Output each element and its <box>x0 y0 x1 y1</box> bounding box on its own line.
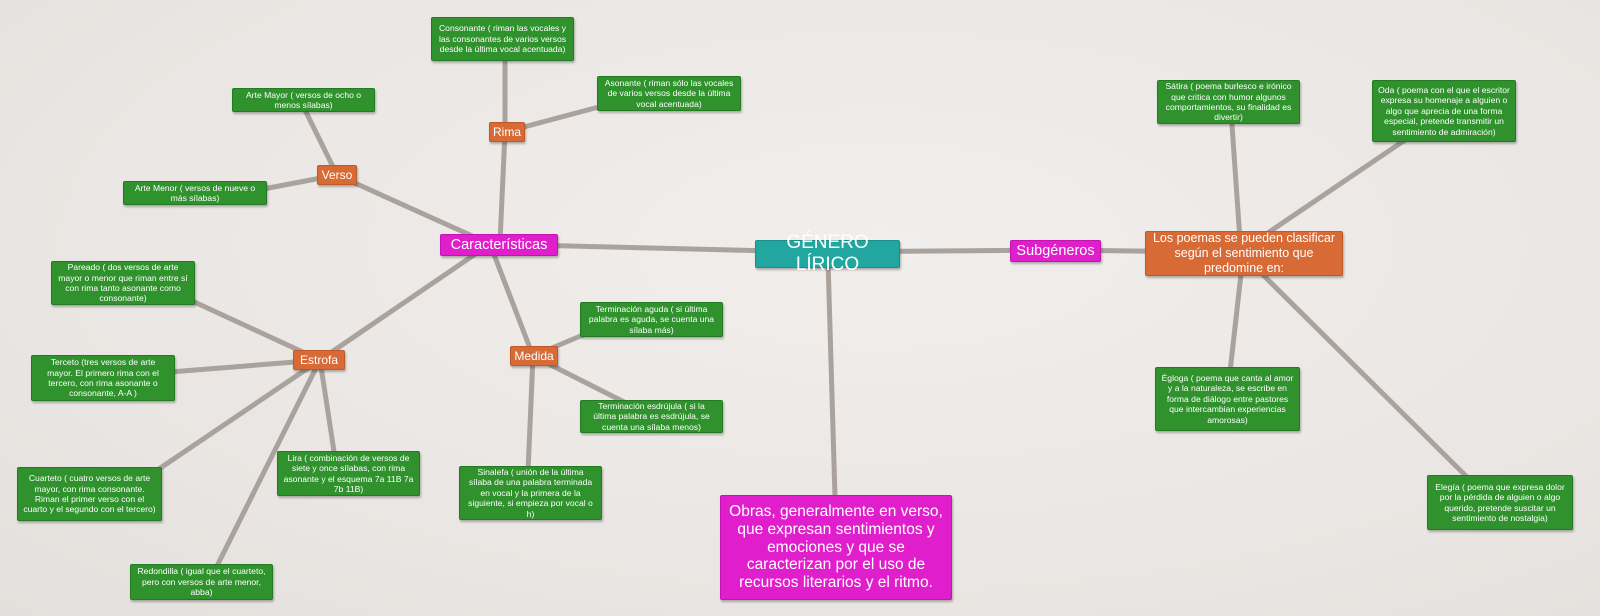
consonante-node[interactable]: Consonante ( riman las vocales y las con… <box>431 17 574 61</box>
link-estrofa-lira <box>317 357 338 461</box>
link-medida-sinalefa <box>525 353 536 475</box>
link-verso-artemayor <box>302 107 340 178</box>
clasificacion-node[interactable]: Los poemas se pueden clasificar según el… <box>1145 231 1343 276</box>
subgeneros-node[interactable]: Subgéneros <box>1010 240 1101 262</box>
link-caracteristicas-medida <box>487 241 536 359</box>
oda-node[interactable]: Oda ( poema con el que el escritor expre… <box>1372 80 1516 142</box>
arte-menor-node[interactable]: Arte Menor ( versos de nueve o más sílab… <box>123 181 267 205</box>
terceto-node[interactable]: Terceto (tres versos de arte mayor. El p… <box>31 355 175 401</box>
rima-node[interactable]: Rima <box>489 122 525 142</box>
link-caracteristicas-rima <box>497 129 508 245</box>
link-estrofa-redondilla <box>212 357 323 573</box>
central-topic[interactable]: GÉNERO LÍRICO <box>755 232 900 275</box>
sinalefa-node[interactable]: Sinalefa ( unión de la última sílaba de … <box>459 466 602 520</box>
medida-node[interactable]: Medida <box>510 346 558 366</box>
elegia-node[interactable]: Elegía ( poema que expresa dolor por la … <box>1427 475 1573 530</box>
egloga-node[interactable]: Égloga ( poema que canta al amor y a la … <box>1155 367 1300 431</box>
satira-node[interactable]: Sátira ( poema burlesco e irónico que cr… <box>1157 80 1300 124</box>
link-estrofa-cuarteto <box>147 357 323 478</box>
terminacion-aguda-node[interactable]: Terminación aguda ( si última palabra es… <box>580 302 723 337</box>
link-central-definition <box>825 257 838 500</box>
lira-node[interactable]: Lira ( combinación de versos de siete y … <box>277 451 420 496</box>
definition-node[interactable]: Obras, generalmente en verso, que expres… <box>720 495 952 600</box>
cuarteto-node[interactable]: Cuarteto ( cuatro versos de arte mayor, … <box>17 467 162 521</box>
link-caracteristicas-estrofa <box>317 241 493 363</box>
link-caracteristicas-verso <box>334 172 493 247</box>
estrofa-node[interactable]: Estrofa <box>293 350 345 370</box>
link-clasificacion-satira <box>1229 122 1243 243</box>
arte-mayor-node[interactable]: Arte Mayor ( versos de ocho o menos síla… <box>232 88 375 112</box>
terminacion-esdrujula-node[interactable]: Terminación esdrújula ( si la última pal… <box>580 400 723 433</box>
pareado-node[interactable]: Pareado ( dos versos de arte mayor o men… <box>51 261 195 305</box>
link-clasificacion-egloga <box>1227 262 1245 375</box>
redondilla-node[interactable]: Redondilla ( igual que el cuarteto, pero… <box>130 564 273 600</box>
verso-node[interactable]: Verso <box>317 165 357 185</box>
asonante-node[interactable]: Asonante ( riman sólo las vocales de var… <box>597 76 741 111</box>
link-clasificacion-elegia <box>1247 259 1471 481</box>
link-clasificacion-oda <box>1247 135 1411 248</box>
caracteristicas-node[interactable]: Características <box>440 234 558 256</box>
